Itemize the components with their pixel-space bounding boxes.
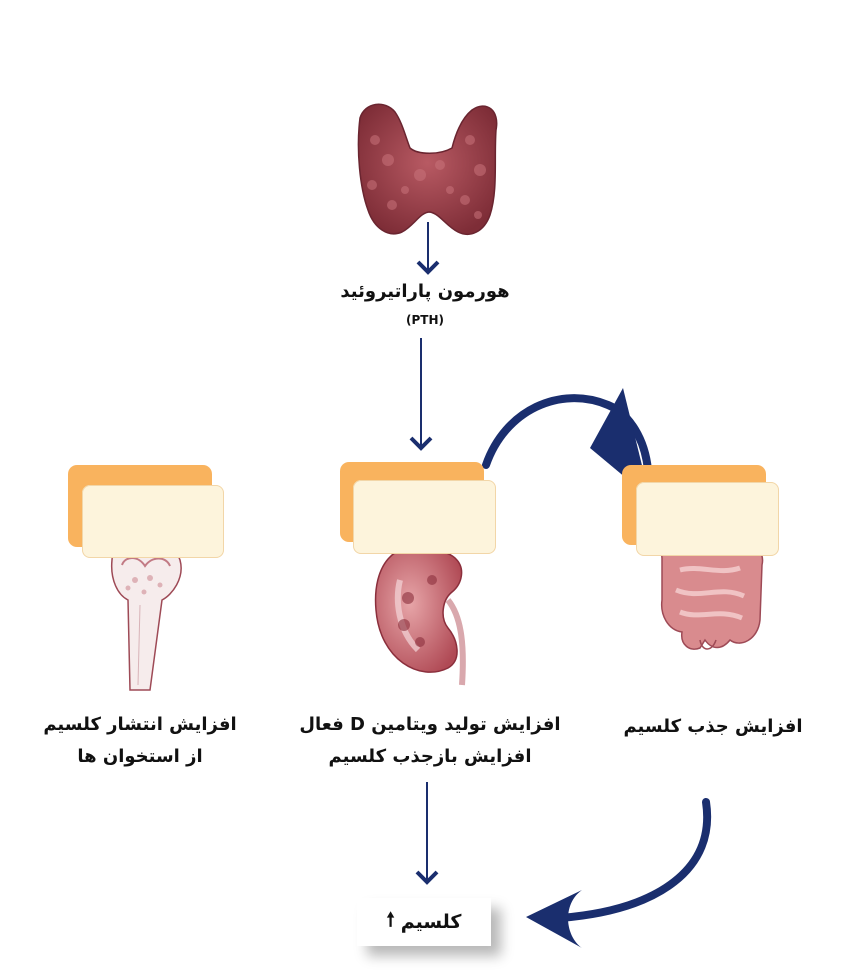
intestine-outcome-line1: افزایش جذب کلسیم: [623, 716, 803, 737]
bone-icon: [110, 544, 182, 691]
hormone-name: هورمون پاراتیروئید: [340, 281, 510, 302]
bone-card: [82, 485, 224, 558]
calcium-result-box: کلسیم 🠕: [357, 898, 491, 946]
bone-outcome-line2: از استخوان ها: [77, 746, 203, 767]
bone-outcome-line1: افزایش انتشار کلسیم: [43, 714, 237, 735]
kidney-outcome-line2: افزایش بازجذب کلسیم: [328, 746, 532, 767]
intestine-icon: [660, 542, 764, 650]
hormone-abbr: (PTH): [406, 313, 444, 327]
kidney-icon: [374, 546, 466, 686]
intestine-card: [636, 482, 779, 556]
calcium-label: کلسیم: [400, 911, 462, 933]
kidney-outcome-line1: افزایش تولید ویتامین D فعال: [299, 714, 561, 735]
thyroid-gland-icon: [357, 103, 498, 236]
increase-arrow-icon: 🠕: [386, 909, 395, 931]
kidney-card: [353, 480, 496, 554]
intestine-to-result-arrow: [526, 798, 712, 948]
